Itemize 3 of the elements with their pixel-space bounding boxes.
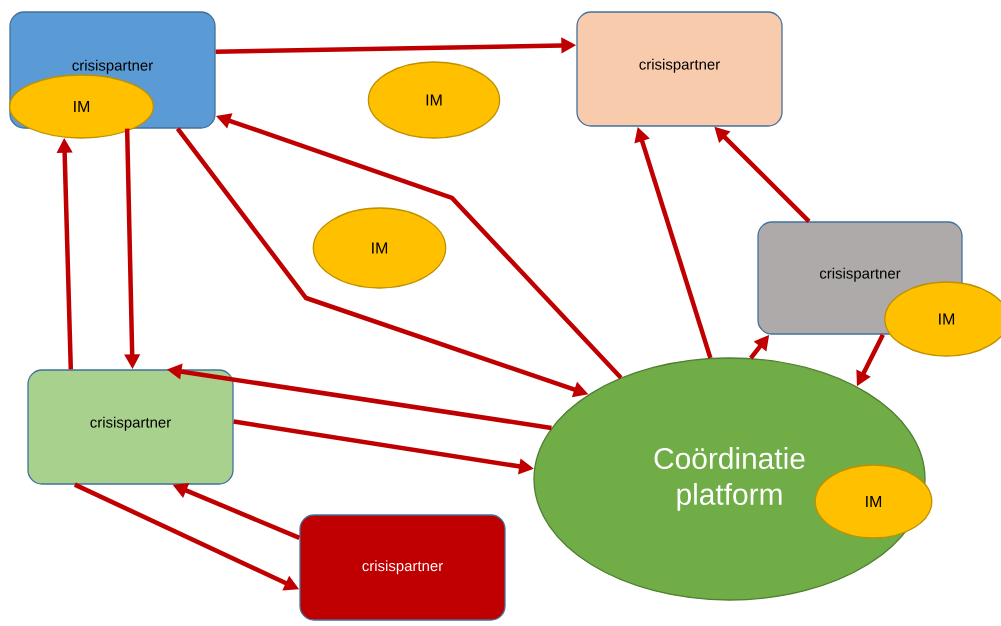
partner-box: crisispartner xyxy=(27,369,234,485)
partner-box: crisispartner xyxy=(576,11,783,127)
partner-box: crisispartner xyxy=(299,514,506,621)
